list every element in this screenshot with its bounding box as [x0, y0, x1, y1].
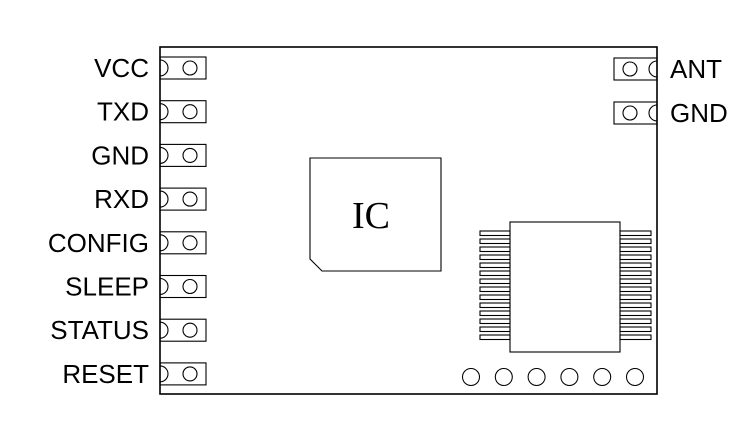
right-pin: GND — [613, 98, 728, 128]
sop-lead-right — [619, 318, 652, 325]
pin-label: GND — [670, 98, 728, 128]
pin-label: GND — [91, 140, 149, 170]
pin-pad — [159, 56, 207, 80]
bottom-pad — [494, 367, 513, 387]
pin-pad — [613, 101, 658, 125]
sop-lead-left — [479, 310, 511, 317]
sop-lead-right — [619, 310, 652, 317]
sop-lead-right — [619, 302, 652, 309]
pin-hole — [182, 278, 198, 295]
pin-notch — [648, 60, 658, 78]
sop-body — [509, 221, 621, 353]
pin-label: STATUS — [50, 315, 149, 345]
pin-label: RESET — [62, 359, 149, 389]
bottom-pad — [560, 367, 579, 387]
pin-notch — [159, 146, 169, 164]
bottom-pad — [593, 367, 612, 387]
sop-lead-right — [619, 334, 652, 341]
pin-notch — [159, 277, 169, 296]
pin-notch — [159, 321, 169, 339]
pin-notch — [159, 234, 169, 252]
pin-hole — [182, 104, 198, 120]
pin-hole — [182, 322, 198, 338]
pin-pad — [159, 100, 207, 124]
pin-pad — [159, 274, 207, 299]
bottom-pad-row — [461, 367, 645, 387]
ic-chip-outline — [309, 157, 442, 272]
bottom-pad — [461, 367, 481, 387]
pin-pad — [159, 318, 207, 342]
sop-lead-left — [479, 262, 511, 269]
sop-lead-left — [479, 286, 511, 293]
pin-pad — [159, 362, 207, 386]
sop-lead-left — [479, 326, 511, 333]
right-pin: ANT — [613, 54, 722, 84]
pin-label: VCC — [94, 53, 149, 83]
sop-lead-left — [479, 246, 511, 253]
pin-hole — [182, 366, 198, 382]
bottom-pad — [527, 367, 546, 387]
module-board — [159, 46, 658, 395]
ic-chip: IC — [309, 157, 442, 272]
sop-lead-left — [479, 278, 511, 285]
left-pin-group: VCC TXD GND RXD CONFIG SLEEP STATUS RESET — [48, 53, 207, 389]
sop-lead-right — [619, 262, 652, 269]
left-pin: STATUS — [50, 315, 207, 345]
pin-hole — [622, 105, 638, 121]
sop-lead-right — [619, 238, 652, 245]
sop-lead-right — [619, 294, 652, 301]
pin-pad — [159, 231, 207, 255]
pin-label: RXD — [94, 184, 149, 214]
sop-lead-right — [619, 278, 652, 285]
right-pin-group: ANT GND — [613, 54, 728, 128]
pin-label: ANT — [670, 54, 722, 84]
pin-notch — [159, 103, 169, 121]
left-pin: RXD — [94, 184, 207, 214]
sop-lead-left — [479, 238, 511, 245]
pin-pad — [159, 143, 207, 167]
sop-lead-right — [619, 326, 652, 333]
pin-label: TXD — [97, 97, 149, 127]
pin-pad — [159, 187, 207, 211]
pin-hole — [622, 61, 638, 77]
pin-hole — [182, 60, 198, 76]
sop-lead-left — [479, 230, 511, 237]
sop-lead-left — [479, 334, 511, 341]
sop-lead-right — [619, 246, 652, 253]
left-pin: RESET — [62, 359, 207, 389]
pin-hole — [182, 235, 198, 251]
pin-hole — [182, 147, 198, 163]
pin-label: CONFIG — [48, 228, 149, 258]
sop-component — [479, 221, 652, 353]
ic-label: IC — [352, 195, 390, 237]
pin-notch — [648, 104, 658, 122]
left-pin: SLEEP — [65, 272, 207, 302]
left-pin: VCC — [94, 53, 207, 83]
pin-hole — [182, 191, 198, 207]
pin-notch — [159, 190, 169, 208]
pin-notch — [159, 59, 169, 77]
bottom-pad — [625, 367, 645, 387]
sop-lead-left — [479, 302, 511, 309]
sop-lead-left — [479, 294, 511, 301]
left-pin: CONFIG — [48, 228, 207, 258]
sop-lead-right — [619, 254, 652, 261]
sop-lead-right — [619, 230, 652, 237]
pin-pad — [613, 57, 658, 81]
pin-notch — [159, 365, 169, 383]
pin-label: SLEEP — [65, 272, 149, 302]
sop-lead-left — [479, 318, 511, 325]
left-pin: GND — [91, 140, 207, 170]
sop-lead-right — [619, 270, 652, 277]
sop-lead-left — [479, 254, 511, 261]
left-pin: TXD — [97, 97, 207, 127]
sop-lead-right — [619, 286, 652, 293]
sop-lead-left — [479, 270, 511, 277]
